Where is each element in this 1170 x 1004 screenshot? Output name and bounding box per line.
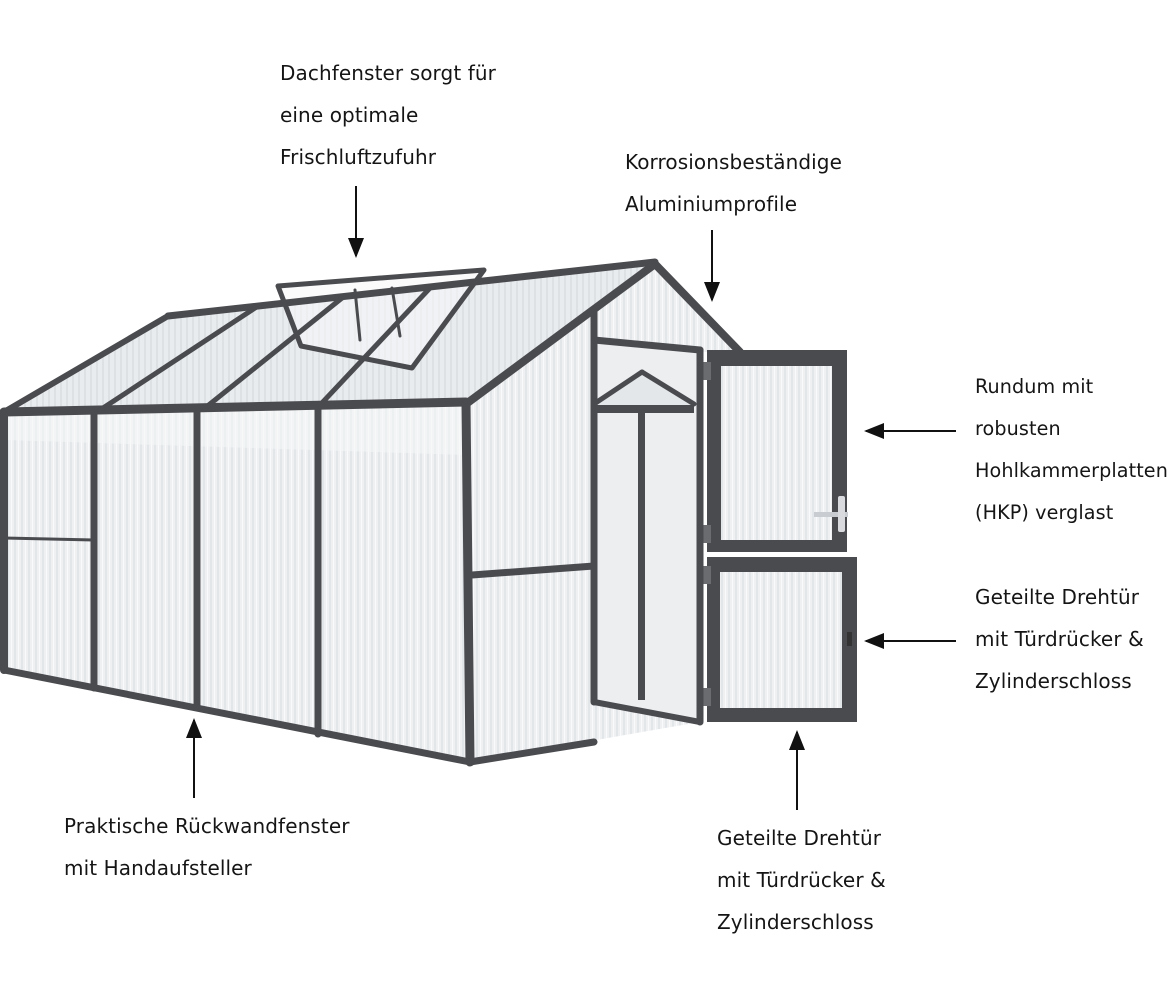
roof bbox=[4, 264, 655, 414]
door-side-line: Geteilte Drehtür bbox=[975, 585, 1140, 609]
roof-window-line: eine optimale bbox=[280, 103, 419, 127]
door-opening bbox=[594, 340, 700, 722]
profiles-line: Aluminiumprofile bbox=[625, 192, 798, 216]
aluminium-frame bbox=[0, 258, 744, 767]
rear-window-label: Praktische Rückwandfenster mit Handaufst… bbox=[64, 805, 350, 889]
door-bottom-line: Geteilte Drehtür bbox=[717, 826, 882, 850]
roof-window-label: Dachfenster sorgt für eine optimale Fris… bbox=[280, 52, 496, 178]
rear-window-line: mit Handaufsteller bbox=[64, 856, 252, 880]
door-side-label: Geteilte Drehtür mit Türdrücker & Zylind… bbox=[975, 576, 1144, 702]
door-bottom-line: mit Türdrücker & bbox=[717, 868, 886, 892]
panels-line: Rundum mit bbox=[975, 375, 1094, 398]
roof-window-line: Frischluftzufuhr bbox=[280, 145, 437, 169]
rear-window-line: Praktische Rückwandfenster bbox=[64, 814, 350, 838]
panels-line: robusten bbox=[975, 417, 1061, 440]
roof-window-line: Dachfenster sorgt für bbox=[280, 61, 496, 85]
door-side-line: mit Türdrücker & bbox=[975, 627, 1144, 651]
profiles-line: Korrosionsbeständige bbox=[625, 150, 842, 174]
door-side-line: Zylinderschloss bbox=[975, 669, 1132, 693]
profiles-label: Korrosionsbeständige Aluminiumprofile bbox=[625, 141, 842, 225]
door-bottom-line: Zylinderschloss bbox=[717, 910, 874, 934]
door-bottom-label: Geteilte Drehtür mit Türdrücker & Zylind… bbox=[717, 817, 886, 943]
side-wall bbox=[4, 404, 470, 762]
door bbox=[703, 350, 857, 722]
panels-line: Hohlkammerplatten bbox=[975, 459, 1168, 482]
panels-line: (HKP) verglast bbox=[975, 501, 1114, 524]
panels-label: Rundum mit robusten Hohlkammerplatten (H… bbox=[975, 366, 1168, 534]
